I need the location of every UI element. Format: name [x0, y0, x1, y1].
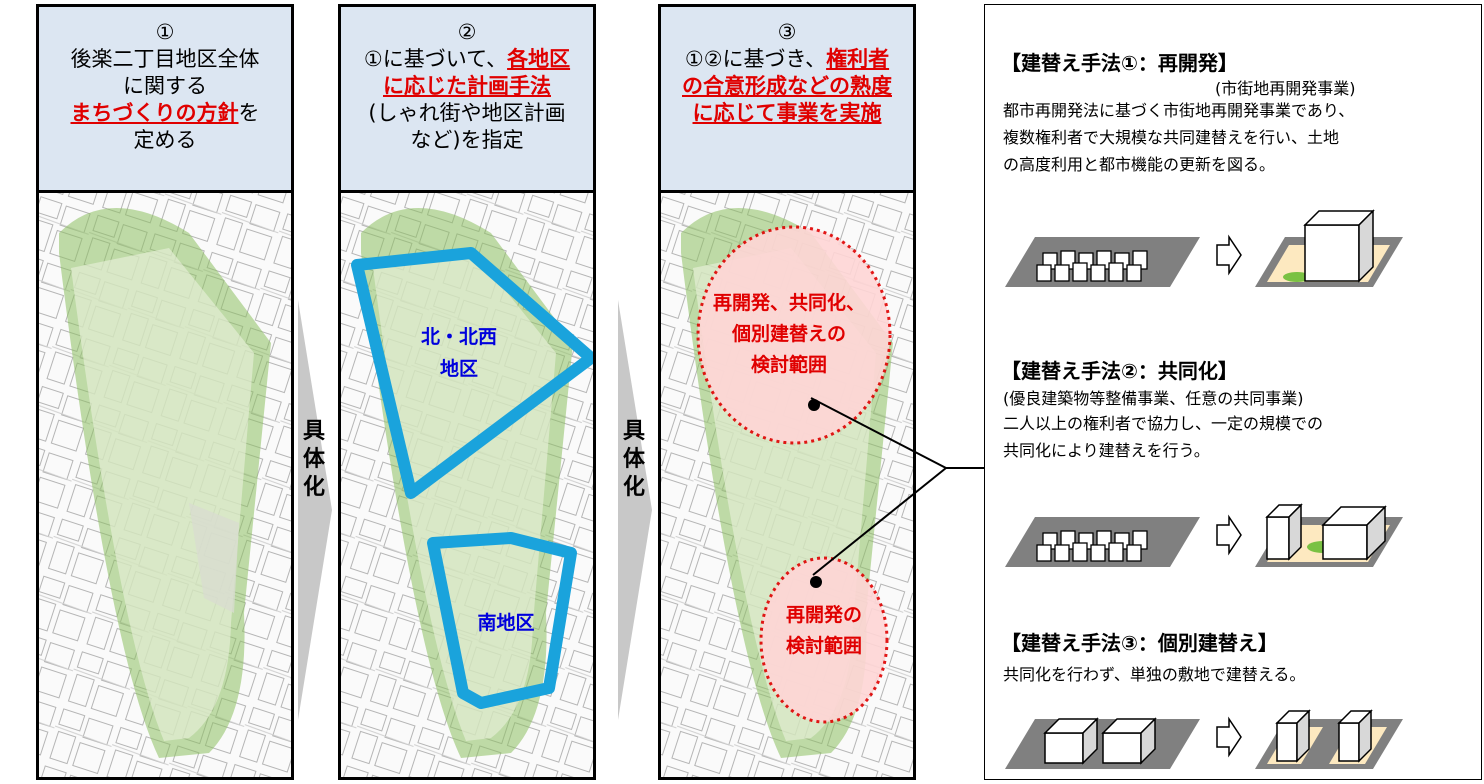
step-mark: 具体化: [302, 419, 325, 500]
district-map-1: [39, 193, 291, 777]
emphasis-text: の合意形成などの熟度: [682, 74, 892, 98]
text-head: ①②に基づき、: [684, 47, 827, 71]
desc-line: 複数権利者で大規模な共同建替えを行い、土地: [1003, 128, 1340, 147]
area-label: 個別建替えの: [731, 322, 846, 345]
area-label: 再開発の: [786, 603, 862, 626]
transform-arrow-icon: [1216, 514, 1242, 556]
step-number: ③: [777, 20, 797, 44]
method-2-description: 二人以上の権利者で協力し、一定の規模での 共同化により建替えを行う。: [1003, 410, 1323, 464]
step-number: ②: [457, 20, 477, 44]
district-map-2: 北・北西 地区 南地区: [341, 193, 593, 777]
area-label: 北・北西: [421, 326, 497, 348]
district-south-outline: [427, 532, 577, 709]
chevron-arrow-icon: [618, 300, 652, 720]
study-area-upper: [696, 225, 892, 445]
district-north-outline: [351, 247, 593, 499]
joint-development-illustration: [1005, 503, 1403, 567]
panel-1-header: ① 後楽二丁目地区全体 に関する まちづくりの方針を 定める: [39, 7, 291, 193]
emphasis-text: 各地区: [507, 47, 571, 71]
method-3-title: 【建替え手法③：個別建替え】: [1001, 631, 1278, 655]
panel-1-text: まちづくりの方針を: [71, 100, 260, 127]
redevelopment-illustration: [1005, 209, 1403, 287]
panel-3-header: ③ ①②に基づき、権利者 の合意形成などの熟度 に応じて事業を実施: [661, 7, 913, 193]
emphasis-text: 権利者: [826, 47, 890, 71]
chevron-arrow-icon: [298, 300, 332, 720]
panel-1-text: に関する: [123, 74, 207, 98]
panel-1-text: 後楽二丁目地区全体: [70, 47, 260, 71]
emphasis-text: まちづくりの方針: [70, 101, 239, 125]
step-panel-1: ① 後楽二丁目地区全体 に関する まちづくりの方針を 定める: [36, 4, 294, 780]
panel-3-text: の合意形成などの熟度: [682, 73, 892, 100]
panel-1-text: 定める: [133, 128, 197, 152]
emphasis-text: に応じて事業を実施: [692, 101, 882, 125]
desc-line: 都市再開発法に基づく市街地再開発事業であり、: [1003, 101, 1355, 120]
panel-2-text: に応じた計画手法: [383, 73, 551, 100]
panel-2-text: (しゃれ街や地区計画: [368, 101, 566, 125]
study-area-lower: [759, 556, 889, 724]
panel-2-text: ①に基づいて、各地区: [364, 46, 570, 73]
area-label: 検討範囲: [751, 353, 827, 376]
desc-line: 共同化を行わず、単独の敷地で建替える。: [1003, 665, 1306, 684]
area-label: 検討範囲: [786, 634, 862, 657]
area-label: 再開発、共同化、: [713, 291, 865, 314]
method-1-title: 【建替え手法①：再開発】: [1001, 51, 1238, 75]
step-number: ①: [155, 20, 175, 44]
desc-line: 二人以上の権利者で協力し、一定の規模での: [1003, 414, 1324, 433]
individual-rebuild-illustration: [1005, 709, 1403, 769]
emphasis-text: に応じた計画手法: [383, 74, 551, 98]
leader-dot: [810, 576, 822, 588]
step-panel-3: ③ ①②に基づき、権利者 の合意形成などの熟度 に応じて事業を実施 再開発、共同…: [658, 4, 916, 780]
method-2-subtitle: (優良建築物等整備事業、任意の共同事業): [1003, 389, 1304, 408]
step-mark: 具体化: [622, 419, 645, 500]
text-head: ①に基づいて、: [363, 47, 508, 71]
panel-3-text: に応じて事業を実施: [693, 100, 882, 127]
area-label: 南地区: [477, 611, 534, 634]
method-2-title: 【建替え手法②：共同化】: [1001, 359, 1238, 383]
panel-3-text: ①②に基づき、権利者: [685, 46, 889, 73]
area-label: 地区: [440, 357, 478, 380]
method-1-subtitle: (市街地再開発事業): [1215, 79, 1356, 98]
step-panel-2: ② ①に基づいて、各地区 に応じた計画手法 (しゃれ街や地区計画 など)を指定 …: [338, 4, 596, 780]
panel-2-text: など)を指定: [410, 128, 524, 152]
methods-panel: 【建替え手法①：再開発】 (市街地再開発事業) 都市再開発法に基づく市街地再開発…: [984, 4, 1482, 780]
text-tail: を: [238, 101, 260, 125]
district-map-3: 再開発、共同化、 個別建替えの 検討範囲 再開発の 検討範囲: [661, 193, 913, 777]
leader-dot: [808, 399, 820, 411]
method-3-description: 共同化を行わず、単独の敷地で建替える。: [1003, 661, 1305, 688]
desc-line: 共同化により建替えを行う。: [1003, 441, 1210, 460]
transform-arrow-icon: [1216, 716, 1242, 758]
panel-2-header: ② ①に基づいて、各地区 に応じた計画手法 (しゃれ街や地区計画 など)を指定: [341, 7, 593, 193]
transform-arrow-icon: [1216, 234, 1242, 276]
desc-line: の高度利用と都市機能の更新を図る。: [1003, 155, 1276, 174]
method-1-description: 都市再開発法に基づく市街地再開発事業であり、 複数権利者で大規模な共同建替えを行…: [1003, 97, 1354, 178]
